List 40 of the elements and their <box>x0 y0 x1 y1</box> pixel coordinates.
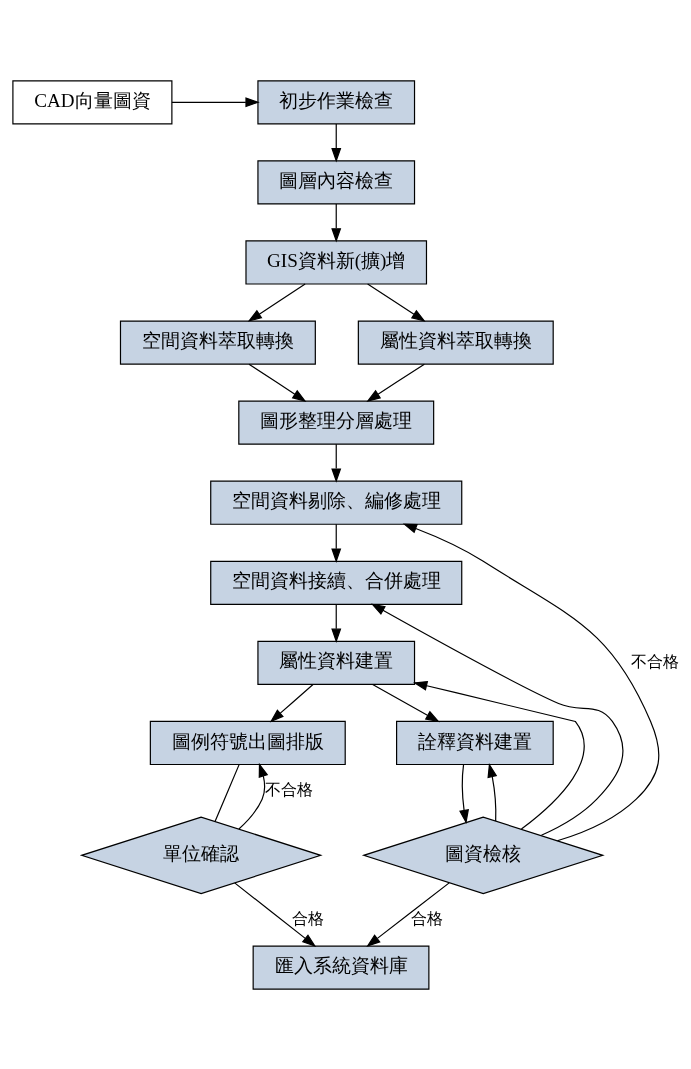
node-box: 空間資料接續、合併處理 <box>210 560 463 605</box>
node-box: 圖例符號出圖排版 <box>149 720 346 765</box>
edge-label: 不合格 <box>630 652 679 670</box>
arrow <box>269 683 314 722</box>
arrow <box>370 603 624 836</box>
node-box: 屬性資料建置 <box>257 640 416 685</box>
arrow <box>331 202 342 243</box>
arrow <box>372 683 440 722</box>
arrow <box>331 122 342 162</box>
arrow <box>247 282 306 322</box>
arrow <box>331 443 342 483</box>
edge-label: 不合格 <box>265 780 314 798</box>
node-box: 圖形整理分層處理 <box>238 400 435 445</box>
node-box: 圖層內容檢查 <box>257 159 416 204</box>
arrow <box>413 680 585 830</box>
arrow <box>459 763 469 824</box>
arrow <box>366 881 450 947</box>
arrow <box>171 96 260 107</box>
node-box: 空間資料剔除、編修處理 <box>210 480 463 525</box>
edge-label: 合格 <box>411 909 444 927</box>
arrow <box>234 881 317 947</box>
arrow <box>487 762 498 822</box>
arrow <box>402 523 660 841</box>
arrow <box>366 363 425 402</box>
node-box: 空間資料萃取轉換 <box>119 319 316 365</box>
node-box: 匯入系統資料庫 <box>252 945 430 990</box>
node-box: CAD向量圖資 <box>12 79 173 124</box>
connector <box>214 763 240 822</box>
node-box: 詮釋資料建置 <box>396 720 554 765</box>
node-box: 初步作業檢查 <box>257 79 416 124</box>
arrow <box>367 282 426 322</box>
node-box: GIS資料新(擴)增 <box>245 239 428 285</box>
node-diamond: 單位確認 <box>79 815 323 894</box>
node-box: 屬性資料萃取轉換 <box>357 319 554 365</box>
node-diamond: 圖資檢核 <box>361 815 605 894</box>
arrow <box>331 523 342 563</box>
arrow <box>331 603 342 643</box>
arrow <box>238 762 269 830</box>
arrow <box>248 363 307 402</box>
edge-label: 合格 <box>291 909 324 927</box>
